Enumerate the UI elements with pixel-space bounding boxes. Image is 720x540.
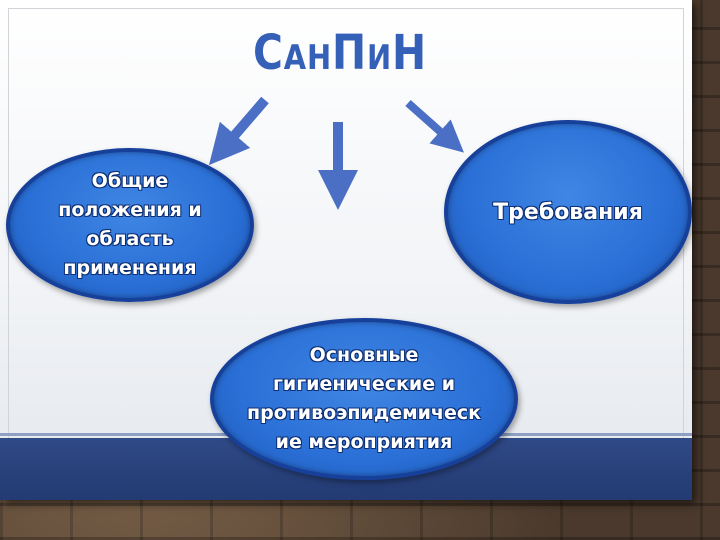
- node-general-provisions-label: Общие положения и область применения: [58, 170, 202, 279]
- slide-title: СанПиН: [252, 25, 428, 81]
- arrow-to-right-icon: [405, 100, 464, 153]
- node-main-measures: Основные гигиенические и противоэпидемич…: [210, 318, 518, 480]
- slide: СанПиН Общие положения и область примене…: [0, 0, 692, 500]
- node-main-measures-label: Основные гигиенические и противоэпидемич…: [246, 344, 482, 453]
- node-requirements-label: Требования: [493, 199, 643, 225]
- arrows-layer: [208, 96, 464, 210]
- arrow-to-left-icon: [208, 96, 269, 166]
- node-requirements: Требования: [444, 120, 692, 304]
- node-general-provisions: Общие положения и область применения: [6, 148, 254, 302]
